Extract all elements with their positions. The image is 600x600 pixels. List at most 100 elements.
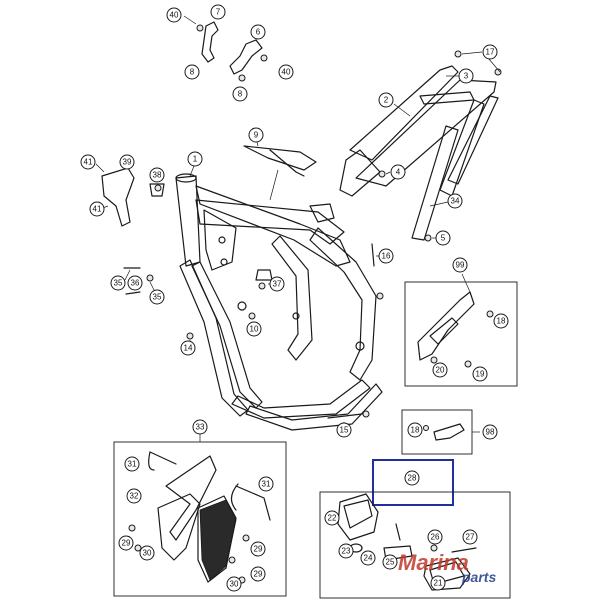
svg-text:5: 5: [441, 234, 446, 243]
callout-31: 31: [124, 456, 140, 472]
svg-text:23: 23: [342, 547, 351, 556]
svg-text:24: 24: [364, 554, 373, 563]
callout-15: 15: [336, 422, 352, 438]
callout-98: 98: [482, 424, 498, 440]
callout-99: 99: [452, 257, 468, 273]
callout-28: 28: [404, 470, 420, 486]
callout-34: 34: [447, 193, 463, 209]
callout-4: 4: [390, 164, 406, 180]
callout-19: 19: [472, 366, 488, 382]
svg-text:17: 17: [486, 48, 495, 57]
svg-text:1: 1: [193, 155, 198, 164]
callout-37: 37: [269, 276, 285, 292]
svg-text:29: 29: [254, 570, 263, 579]
cable-guide-9: [243, 141, 317, 201]
callout-24: 24: [360, 550, 376, 566]
svg-text:18: 18: [411, 426, 420, 435]
svg-text:8: 8: [238, 90, 243, 99]
svg-text:29: 29: [254, 545, 263, 554]
callout-40: 40: [166, 7, 182, 23]
svg-text:40: 40: [282, 68, 291, 77]
callout-36: 36: [127, 275, 143, 291]
callout-35: 35: [110, 275, 126, 291]
svg-text:30: 30: [143, 549, 152, 558]
svg-text:32: 32: [130, 492, 139, 501]
callout-41: 41: [80, 154, 96, 170]
callout-40: 40: [278, 64, 294, 80]
svg-text:8: 8: [190, 68, 195, 77]
callout-18: 18: [407, 422, 423, 438]
svg-text:38: 38: [153, 171, 162, 180]
callout-3: 3: [458, 68, 474, 84]
group-box-footpegs: [319, 491, 511, 599]
callout-17: 17: [482, 44, 498, 60]
svg-text:6: 6: [256, 28, 261, 37]
watermark-word-2: parts: [461, 569, 496, 585]
callout-23: 23: [338, 543, 354, 559]
svg-text:39: 39: [123, 158, 132, 167]
callout-2: 2: [378, 92, 394, 108]
callout-29: 29: [250, 541, 266, 557]
clip-98: [423, 423, 480, 441]
svg-text:41: 41: [84, 158, 93, 167]
callout-6: 6: [250, 24, 266, 40]
svg-text:14: 14: [184, 344, 193, 353]
svg-text:26: 26: [431, 533, 440, 542]
callout-38: 38: [149, 167, 165, 183]
callout-32: 32: [126, 488, 142, 504]
callout-30: 30: [226, 576, 242, 592]
svg-text:18: 18: [497, 317, 506, 326]
callout-16: 16: [378, 248, 394, 264]
svg-text:22: 22: [328, 514, 337, 523]
svg-text:41: 41: [93, 205, 102, 214]
callout-1: 1: [187, 151, 203, 167]
svg-text:35: 35: [153, 293, 162, 302]
svg-text:27: 27: [466, 533, 475, 542]
subframe-assembly: [339, 50, 502, 242]
callout-9: 9: [248, 127, 264, 143]
svg-text:40: 40: [170, 11, 179, 20]
svg-text:37: 37: [273, 280, 282, 289]
callout-14: 14: [180, 340, 196, 356]
highlight-box-28: [372, 459, 454, 506]
callout-29: 29: [250, 566, 266, 582]
callout-20: 20: [432, 362, 448, 378]
callout-5: 5: [435, 230, 451, 246]
callout-25: 25: [382, 554, 398, 570]
callout-35: 35: [149, 289, 165, 305]
svg-text:20: 20: [436, 366, 445, 375]
group-box-99: [404, 281, 518, 387]
footpegs-21-22: [337, 493, 477, 591]
svg-text:29: 29: [122, 539, 131, 548]
callout-8: 8: [184, 64, 200, 80]
callout-10: 10: [246, 321, 262, 337]
svg-text:34: 34: [451, 197, 460, 206]
svg-text:98: 98: [486, 428, 495, 437]
side-stand-bracket-6: [229, 39, 268, 82]
svg-text:36: 36: [131, 279, 140, 288]
brake-bracket-99: [417, 273, 494, 368]
svg-text:15: 15: [340, 426, 349, 435]
svg-text:25: 25: [386, 558, 395, 567]
callout-7: 7: [210, 4, 226, 20]
svg-text:9: 9: [254, 131, 259, 140]
svg-text:33: 33: [196, 423, 205, 432]
callout-30: 30: [139, 545, 155, 561]
svg-text:16: 16: [382, 252, 391, 261]
callout-39: 39: [119, 154, 135, 170]
callout-29: 29: [118, 535, 134, 551]
svg-text:99: 99: [456, 261, 465, 270]
svg-text:4: 4: [396, 168, 401, 177]
svg-text:30: 30: [230, 580, 239, 589]
svg-text:31: 31: [128, 460, 137, 469]
svg-text:28: 28: [408, 474, 417, 483]
callout-21: 21: [430, 575, 446, 591]
svg-text:21: 21: [434, 579, 443, 588]
svg-text:19: 19: [476, 370, 485, 379]
callout-27: 27: [462, 529, 478, 545]
frame-protectors-33: [128, 451, 271, 584]
callout-41: 41: [89, 201, 105, 217]
svg-text:10: 10: [250, 325, 259, 334]
callout-26: 26: [427, 529, 443, 545]
watermark-word-1: Marina: [398, 550, 469, 575]
